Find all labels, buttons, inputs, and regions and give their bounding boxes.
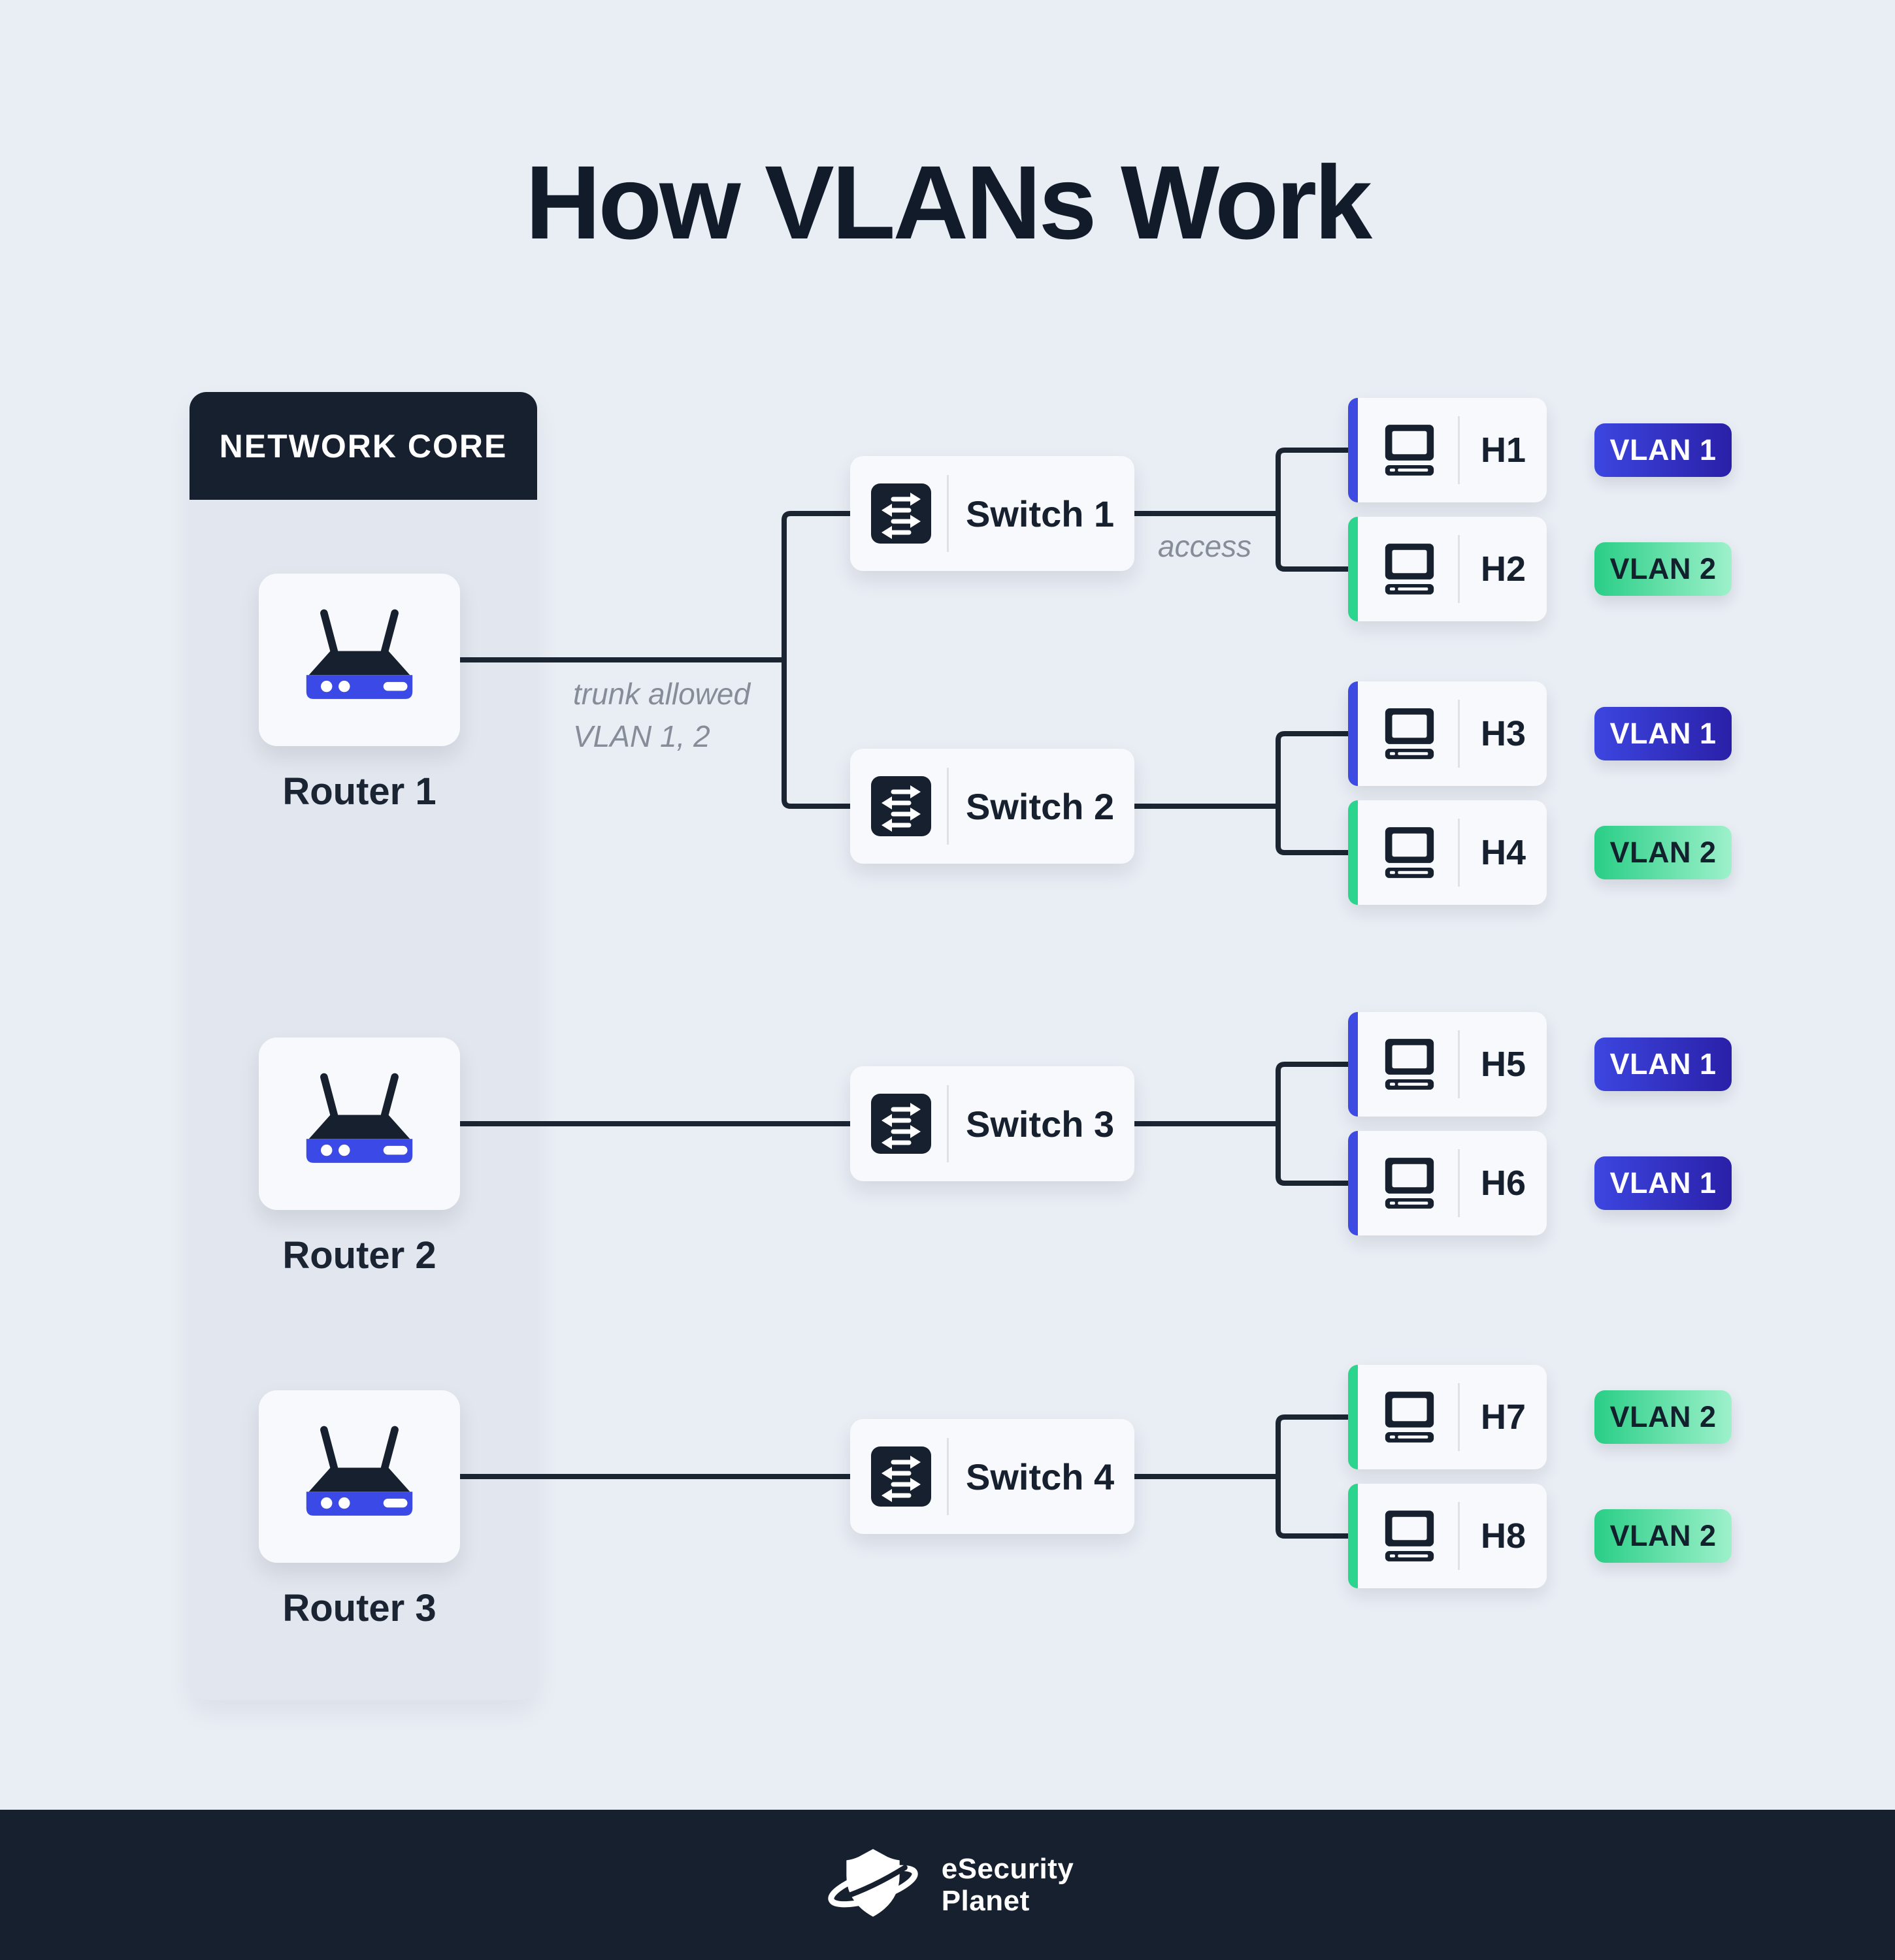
- host-card-h3: H3: [1348, 681, 1547, 786]
- divider: [1458, 1149, 1460, 1217]
- computer-icon: [1379, 1037, 1440, 1092]
- switch4-label: Switch 4: [966, 1456, 1115, 1497]
- host-card-h4: H4: [1348, 800, 1547, 905]
- switch1-label: Switch 1: [966, 493, 1115, 534]
- access-annotation: access: [1158, 529, 1252, 563]
- trunk-annotation-line1: trunk allowed: [573, 677, 751, 711]
- router2-label: Router 2: [282, 1234, 437, 1277]
- host-stripe: [1348, 681, 1358, 786]
- host-stripe: [1348, 800, 1358, 905]
- computer-icon: [1379, 1390, 1440, 1445]
- shield-orbit-icon: [821, 1845, 925, 1925]
- switch3-card: Switch 3: [850, 1066, 1134, 1181]
- divider: [1458, 535, 1460, 603]
- vlan-badge-h6: VLAN 1: [1594, 1156, 1732, 1210]
- vlan-badge-h3: VLAN 1: [1594, 707, 1732, 760]
- switch3-label: Switch 3: [966, 1103, 1115, 1145]
- host-stripe: [1348, 1365, 1358, 1469]
- host-label-h4: H4: [1481, 833, 1526, 872]
- router-icon: [289, 603, 430, 717]
- host-card-h7: H7: [1348, 1365, 1547, 1469]
- link-switch1-h2: [1276, 511, 1351, 572]
- divider: [1458, 1030, 1460, 1098]
- host-card-h8: H8: [1348, 1484, 1547, 1588]
- router1-label: Router 1: [282, 770, 437, 813]
- brand-logo: eSecurity Planet: [821, 1845, 1074, 1925]
- vlan-badge-h2: VLAN 2: [1594, 542, 1732, 596]
- switch2-label: Switch 2: [966, 785, 1115, 827]
- router3-card: [259, 1390, 460, 1563]
- vlan-badge-h1: VLAN 1: [1594, 423, 1732, 477]
- footer: eSecurity Planet: [0, 1810, 1895, 1960]
- router3-label: Router 3: [282, 1587, 437, 1629]
- host-label-h8: H8: [1481, 1516, 1526, 1556]
- computer-icon: [1379, 542, 1440, 596]
- link-switch2-h3: [1132, 731, 1351, 809]
- divider: [1458, 819, 1460, 887]
- link-switch3-h6: [1276, 1121, 1351, 1186]
- host-stripe: [1348, 1012, 1358, 1117]
- link-switch2-h4: [1276, 804, 1351, 855]
- vlan-badge-h7: VLAN 2: [1594, 1390, 1732, 1444]
- computer-icon: [1379, 1156, 1440, 1211]
- host-stripe: [1348, 1131, 1358, 1235]
- computer-icon: [1379, 423, 1440, 478]
- vlan-badge-h8: VLAN 2: [1594, 1509, 1732, 1563]
- divider: [1458, 700, 1460, 768]
- host-stripe: [1348, 398, 1358, 502]
- router-icon: [289, 1420, 430, 1533]
- link-switch4-h8: [1276, 1474, 1351, 1539]
- link-switch4-h7: [1132, 1414, 1351, 1479]
- router1-card: [259, 574, 460, 746]
- brand-line2: Planet: [941, 1885, 1030, 1917]
- network-core-label: NETWORK CORE: [219, 427, 508, 465]
- computer-icon: [1379, 825, 1440, 880]
- host-card-h2: H2: [1348, 517, 1547, 621]
- host-label-h6: H6: [1481, 1164, 1526, 1203]
- switch-icon: [871, 1446, 931, 1507]
- switch2-card: Switch 2: [850, 749, 1134, 864]
- computer-icon: [1379, 706, 1440, 761]
- host-label-h7: H7: [1481, 1397, 1526, 1437]
- host-label-h3: H3: [1481, 714, 1526, 753]
- trunk-annotation: trunk allowed VLAN 1, 2: [573, 673, 750, 759]
- link-trunk-down-switch2: [782, 657, 853, 809]
- divider: [947, 475, 949, 552]
- brand-line1: eSecurity: [941, 1852, 1074, 1885]
- host-stripe: [1348, 517, 1358, 621]
- host-label-h1: H1: [1481, 431, 1526, 470]
- computer-icon: [1379, 1509, 1440, 1563]
- divider: [947, 1085, 949, 1162]
- host-stripe: [1348, 1484, 1358, 1588]
- switch-icon: [871, 776, 931, 836]
- host-label-h5: H5: [1481, 1045, 1526, 1084]
- divider: [1458, 1383, 1460, 1451]
- link-switch3-h5: [1132, 1062, 1351, 1126]
- host-card-h1: H1: [1348, 398, 1547, 502]
- network-core-header: NETWORK CORE: [190, 392, 537, 500]
- divider: [1458, 1502, 1460, 1570]
- trunk-annotation-line2: VLAN 1, 2: [573, 719, 710, 754]
- switch-icon: [871, 483, 931, 544]
- switch4-card: Switch 4: [850, 1419, 1134, 1534]
- divider: [947, 768, 949, 845]
- host-label-h2: H2: [1481, 549, 1526, 589]
- host-card-h5: H5: [1348, 1012, 1547, 1117]
- router2-card: [259, 1037, 460, 1210]
- divider: [1458, 416, 1460, 484]
- vlan-badge-h4: VLAN 2: [1594, 826, 1732, 879]
- page-title: How VLANs Work: [525, 144, 1372, 261]
- link-switch1-h1: [1132, 448, 1351, 516]
- host-card-h6: H6: [1348, 1131, 1547, 1235]
- router-icon: [289, 1067, 430, 1181]
- vlan-badge-h5: VLAN 1: [1594, 1037, 1732, 1091]
- divider: [947, 1438, 949, 1515]
- switch1-card: Switch 1: [850, 456, 1134, 571]
- brand-wordmark: eSecurity Planet: [942, 1853, 1074, 1918]
- switch-icon: [871, 1094, 931, 1154]
